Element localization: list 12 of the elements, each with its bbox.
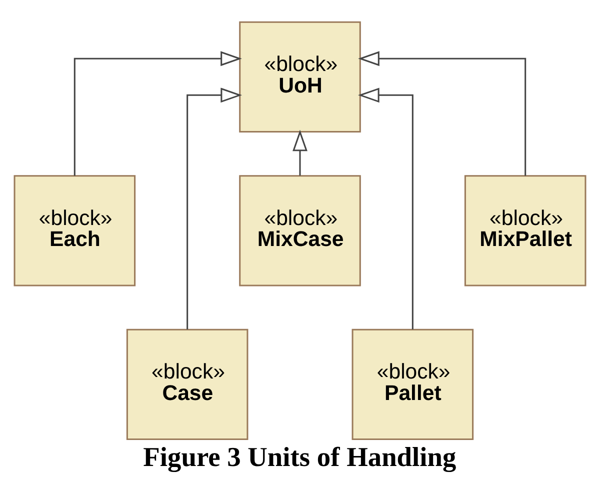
- arrow: [292, 130, 308, 176]
- node-box: «block» UoH: [239, 21, 361, 132]
- arrow: [74, 51, 242, 176]
- caption: Figure 3 Units of Handling: [143, 442, 456, 472]
- arrow: [358, 88, 414, 330]
- node-box: «block» MixPallet: [464, 175, 586, 286]
- node-box: «block» Each: [14, 175, 136, 286]
- node-box: «block» Case: [126, 328, 248, 440]
- arrow: [358, 51, 526, 176]
- arrow: [186, 88, 242, 330]
- node-box: «block» Pallet: [352, 328, 474, 440]
- node-box: «block» MixCase: [239, 175, 361, 286]
